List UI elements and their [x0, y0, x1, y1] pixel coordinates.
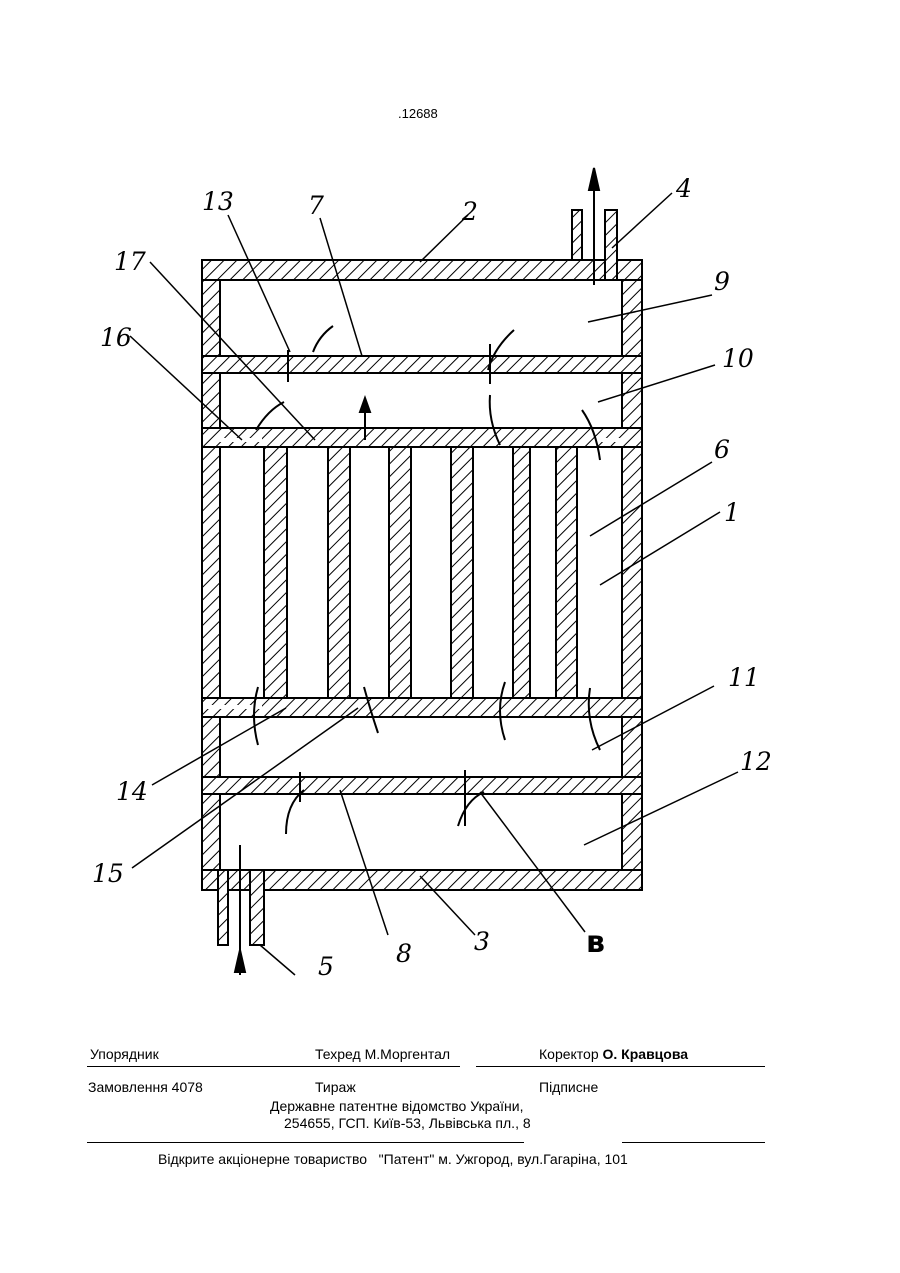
techeditor: Техред М.Моргентал [315, 1046, 450, 1062]
tube [264, 447, 287, 698]
callout-14: 14 [116, 777, 148, 806]
callout-3: 3 [474, 927, 490, 956]
rule-bottom-left [87, 1142, 524, 1143]
tube [389, 447, 411, 698]
tube [513, 447, 530, 698]
bottom-wall [202, 870, 642, 890]
tube [328, 447, 350, 698]
callout-16: 16 [100, 323, 132, 352]
callout-11: 11 [728, 663, 760, 692]
callout-7: 7 [308, 191, 324, 220]
callout-15: 15 [92, 859, 124, 888]
outlet-pipe-wall [572, 210, 582, 260]
callout-6: 6 [714, 435, 730, 464]
callout-4: 4 [675, 174, 692, 203]
corrector: Коректор О. Кравцова [539, 1046, 688, 1062]
partition-14 [202, 698, 642, 717]
inlet-pipe-wall [250, 870, 264, 945]
corrector-label: Коректор [539, 1046, 599, 1062]
printer-line: Відкрите акціонерне товариство "Патент" … [158, 1151, 628, 1167]
callout-10: 10 [722, 344, 754, 373]
callout-13: 13 [202, 187, 234, 216]
callout-8: 8 [396, 939, 412, 968]
partition-7 [202, 356, 642, 373]
callout-9: 9 [714, 267, 730, 296]
top-wall [202, 260, 642, 280]
label-b: в [586, 925, 605, 960]
order-number: Замовлення 4078 [88, 1079, 203, 1095]
rule-right [476, 1066, 765, 1067]
partition-17 [202, 428, 642, 447]
subscription: Підписне [539, 1079, 598, 1095]
partition-8 [202, 777, 642, 794]
callout-1: 1 [724, 498, 740, 527]
compiler-label: Упорядник [90, 1046, 159, 1062]
callout-5: 5 [318, 952, 334, 981]
callout-17: 17 [114, 247, 146, 276]
callout-12: 12 [740, 747, 772, 776]
corrector-name: О. Кравцова [603, 1046, 689, 1062]
circulation: Тираж [315, 1079, 356, 1095]
callout-2: 2 [461, 197, 478, 226]
inlet-pipe-wall [218, 870, 228, 945]
tube [451, 447, 473, 698]
rule-bottom-right [622, 1142, 765, 1143]
tube [556, 447, 577, 698]
rule-left [87, 1066, 460, 1067]
office-line-1: Державне патентне відомство України, [270, 1098, 524, 1114]
office-line-2: 254655, ГСП. Київ-53, Львівська пл., 8 [284, 1115, 531, 1131]
